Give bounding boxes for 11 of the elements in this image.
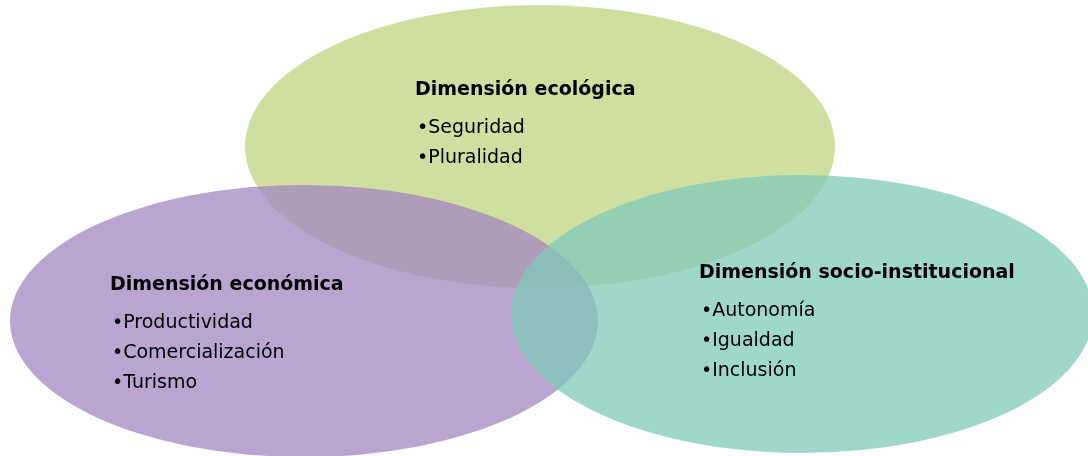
bullet-item: •Igualdad [701, 327, 795, 352]
dimension-heading: Dimensión socio-institucional [699, 259, 1015, 284]
dimension-heading: Dimensión económica [110, 271, 344, 296]
bullet-item: •Seguridad [417, 114, 525, 139]
bullet-item: •Productividad [112, 309, 253, 334]
bullet-item: •Turismo [112, 369, 198, 394]
dimension-heading: Dimensión ecológica [415, 76, 636, 101]
bullet-item: •Pluralidad [417, 144, 523, 169]
bullet-item: •Comercialización [112, 339, 285, 364]
bullet-item: •Inclusión [701, 357, 797, 382]
bullet-item: •Autonomía [701, 297, 816, 322]
